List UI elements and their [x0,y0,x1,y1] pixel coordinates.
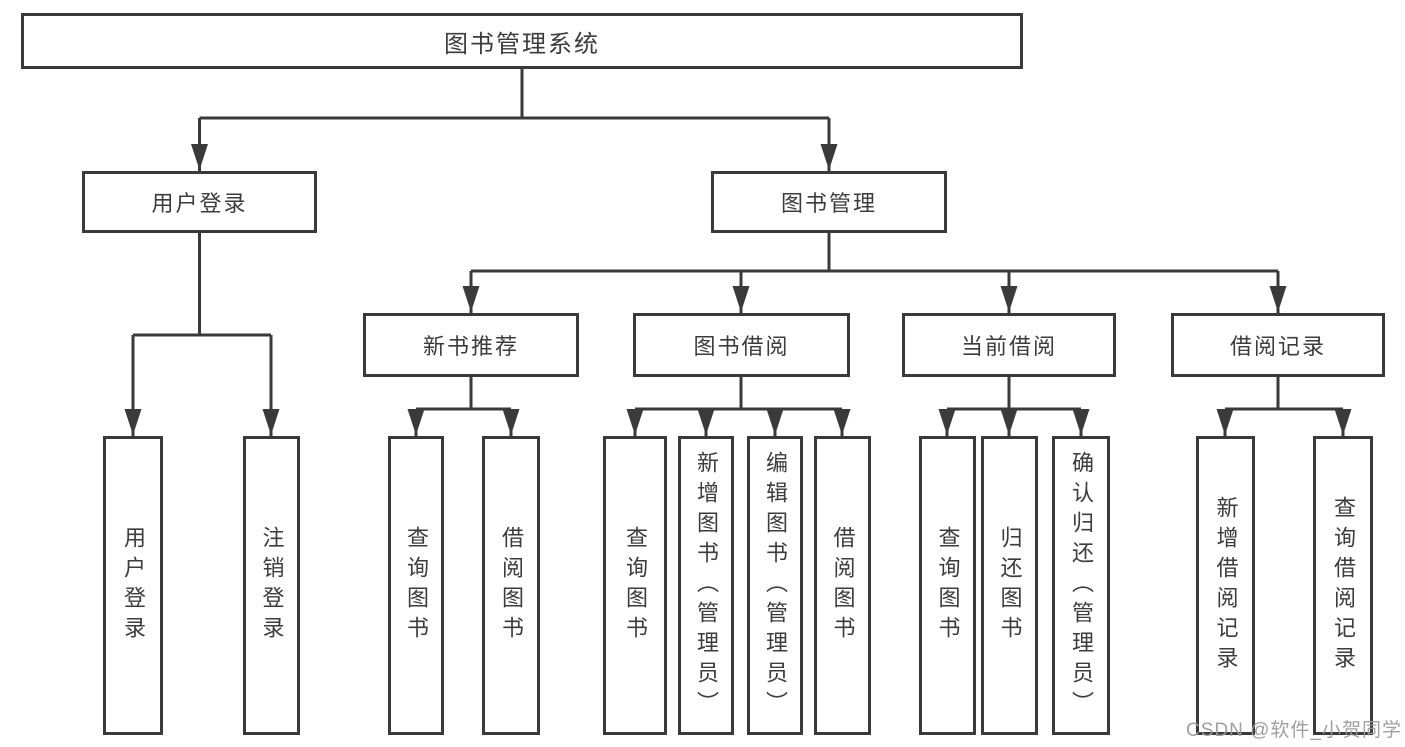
arrowhead [833,409,851,435]
arrowhead [407,409,425,435]
arrowhead [820,144,838,170]
leaf-label: 查询图书 [623,525,648,646]
connector-bookborrow-to-leaves [633,377,844,436]
node-book-borrowing: 图书借阅 [633,313,850,377]
leaf-add-borrow-record: 新增借阅记录 [1196,436,1255,735]
arrowhead [124,409,142,435]
connector-records-to-leaves [1223,377,1345,436]
arrowhead [462,286,480,312]
node-new-book-recommend: 新书推荐 [363,313,579,377]
node-borrowing-records: 借阅记录 [1171,313,1385,377]
leaf-query-borrow-record: 查询借阅记录 [1313,436,1373,735]
connector-userlogin-to-leaves [131,233,273,436]
arrowheads [124,144,1352,435]
node-label: 当前借阅 [960,334,1057,359]
leaf-query-books-current: 查询图书 [919,436,976,735]
leaf-label: 借阅图书 [499,525,524,646]
node-user-login: 用户登录 [82,171,317,233]
leaf-label: 编辑图书（管理员） [763,450,788,721]
connector-currentborrow-to-leaves [945,377,1083,436]
arrowhead [938,409,956,435]
connector-bookmgmt-to-level3 [469,233,1280,313]
leaf-borrow-books-recommend: 借阅图书 [482,436,540,735]
leaf-label: 注销登录 [259,525,285,646]
connector-root-to-level2 [198,69,831,171]
leaf-label: 查询图书 [404,525,429,646]
node-label: 新书推荐 [422,334,519,359]
leaf-label: 新增图书（管理员） [694,450,719,721]
connector-paths [131,69,1345,436]
leaf-add-books-admin: 新增图书（管理员） [678,436,734,735]
arrowhead [626,409,644,435]
leaf-label: 归还图书 [997,525,1023,646]
node-current-borrowing: 当前借阅 [902,313,1116,377]
leaf-label: 新增借阅记录 [1213,495,1239,676]
arrowhead [191,144,208,170]
arrowhead [732,286,750,312]
leaf-user-login: 用户登录 [103,436,163,735]
node-library-system: 图书管理系统 [21,13,1023,69]
node-label: 借阅记录 [1229,334,1326,359]
leaf-label: 查询图书 [935,525,961,646]
leaf-confirm-return-admin: 确认归还（管理员） [1052,436,1110,735]
node-label: 图书管理系统 [444,30,600,58]
arrowhead [1000,409,1018,435]
leaf-label: 用户登录 [121,525,146,646]
arrowhead [1072,409,1090,435]
node-label: 用户登录 [151,191,248,216]
arrowhead [1269,286,1287,312]
leaf-query-books-borrowing: 查询图书 [603,436,667,735]
node-label: 图书管理 [780,191,877,216]
arrowhead [1000,286,1018,312]
arrowhead [697,409,715,435]
node-book-management: 图书管理 [711,171,947,233]
node-label: 图书借阅 [693,334,790,359]
leaf-edit-books-admin: 编辑图书（管理员） [747,436,803,735]
arrowhead [1334,409,1352,435]
leaf-borrow-books: 借阅图书 [814,436,871,735]
arrowhead [502,409,520,435]
arrowhead [1216,409,1234,435]
leaf-label: 查询借阅记录 [1331,495,1356,676]
arrowhead [766,409,784,435]
connector-newbook-to-leaves [414,377,513,436]
leaf-query-books-recommend: 查询图书 [388,436,444,735]
leaf-label: 借阅图书 [830,525,856,646]
leaf-logout: 注销登录 [243,436,300,735]
leaf-return-books: 归还图书 [981,436,1038,735]
leaf-label: 确认归还（管理员） [1069,450,1094,721]
csdn-watermark: CSDN @软件_小贺同学 [1186,720,1402,741]
arrowhead [262,409,280,435]
